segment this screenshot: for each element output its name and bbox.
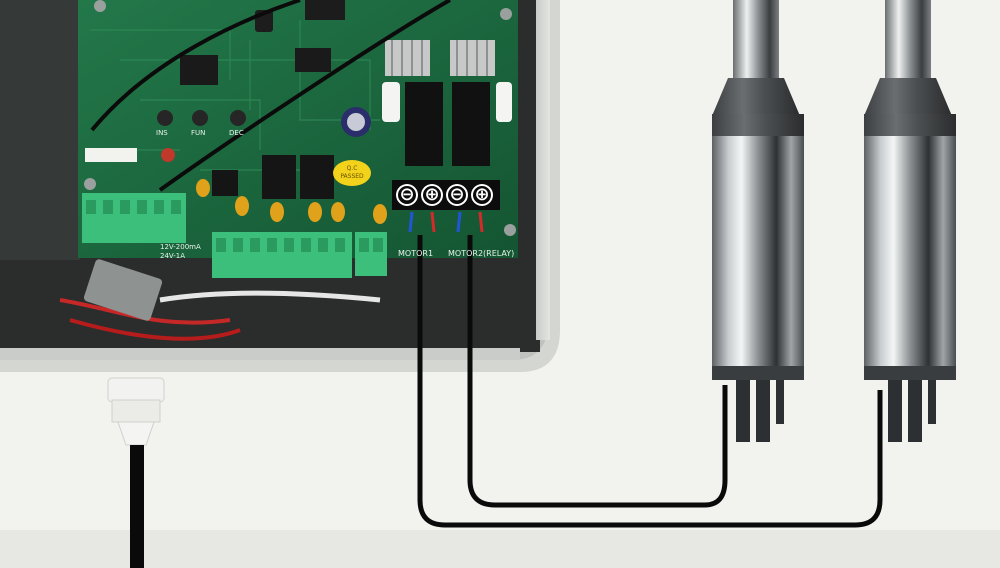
terminal-plus-2: ⊕ [471, 184, 493, 206]
qc-label: Q.C [346, 165, 358, 172]
linear-actuator-2 [864, 0, 956, 442]
button-fun-label: FUN [191, 129, 206, 137]
power-spec-line1: 12V-200mA [160, 243, 201, 251]
qc-passed-label: PASSED [340, 173, 364, 180]
cable-gland [107, 377, 165, 568]
power-spec-line2: 24V-1A [160, 252, 186, 260]
button-ins-label: INS [156, 129, 168, 137]
terminal-block-left [82, 193, 186, 243]
motor1-label: MOTOR1 [398, 249, 434, 258]
terminal-minus-1: ⊖ [396, 184, 418, 206]
terminal-plus-1: ⊕ [421, 184, 443, 206]
linear-actuator-1 [712, 0, 804, 442]
qc-passed-sticker: Q.C PASSED [333, 160, 371, 186]
motor2-label: MOTOR2(RELAY) [448, 249, 515, 258]
button-dec-label: DEC [229, 129, 244, 137]
terminal-block-middle [212, 232, 387, 278]
terminal-minus-2: ⊖ [446, 184, 468, 206]
actuator-cables [417, 235, 883, 528]
